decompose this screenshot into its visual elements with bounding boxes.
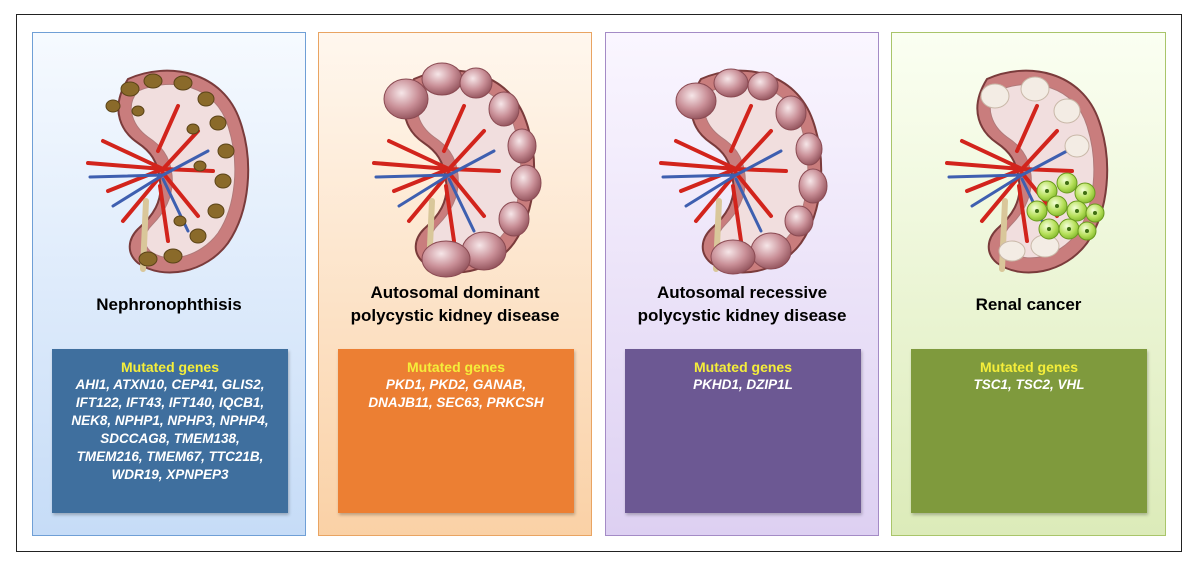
- genes-heading: Mutated genes: [979, 359, 1078, 375]
- genes-heading: Mutated genes: [693, 359, 792, 375]
- mutated-genes-box: Mutated genes PKD1, PKD2, GANAB, DNAJB11…: [338, 349, 574, 513]
- panel-renal-cancer: Renal cancer Mutated genes TSC1, TSC2, V…: [891, 32, 1166, 536]
- kidney-illustration-adpkd: [354, 62, 542, 278]
- kidney-illustration-renal-cancer: [927, 51, 1127, 281]
- disease-title: Autosomal dominant polycystic kidney dis…: [350, 283, 560, 325]
- genes-heading: Mutated genes: [406, 359, 505, 375]
- gene-list: PKD1, PKD2, GANAB, DNAJB11, SEC63, PRKCS…: [368, 377, 544, 410]
- genes-heading: Mutated genes: [120, 359, 219, 375]
- disease-title: Nephronophthisis: [96, 295, 242, 314]
- mutated-genes-box: Mutated genes TSC1, TSC2, VHL: [911, 349, 1147, 513]
- disease-title: Renal cancer: [975, 295, 1082, 314]
- mutated-genes-box: Mutated genes AHI1, ATXN10, CEP41, GLIS2…: [52, 349, 288, 513]
- kidney-illustration-nephronophthisis: [68, 51, 268, 281]
- mutated-genes-box: Mutated genes PKHD1, DZIP1L: [625, 349, 861, 513]
- panel-arpkd: Autosomal recessive polycystic kidney di…: [605, 32, 879, 536]
- gene-list: AHI1, ATXN10, CEP41, GLIS2, IFT122, IFT4…: [71, 377, 269, 482]
- gene-list: TSC1, TSC2, VHL: [973, 377, 1085, 392]
- disease-title: Autosomal recessive polycystic kidney di…: [637, 283, 847, 325]
- panel-nephronophthisis: Nephronophthisis Mutated genes AHI1, ATX…: [32, 32, 306, 536]
- kidney-illustration-arpkd: [641, 51, 828, 281]
- gene-list: PKHD1, DZIP1L: [693, 377, 793, 392]
- panel-adpkd: Autosomal dominant polycystic kidney dis…: [318, 32, 592, 536]
